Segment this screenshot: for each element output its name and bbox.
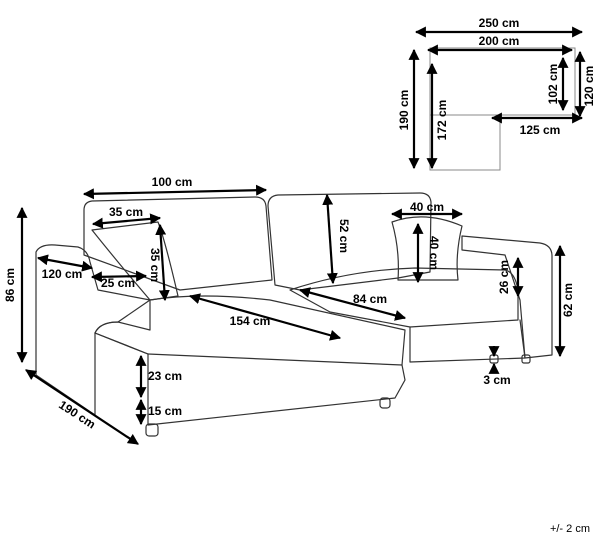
cushion-height-label: 35 cm — [148, 248, 162, 282]
dim-arrow-seat-length — [188, 293, 342, 341]
throw-cushion-right — [391, 216, 463, 281]
plan-width-inner: 200 cm — [479, 34, 520, 48]
plan-width-total: 250 cm — [479, 16, 520, 30]
back-height-label: 52 cm — [337, 219, 351, 253]
leg-back-far — [521, 354, 531, 364]
total-height-label: 86 cm — [3, 268, 17, 302]
dim-arrow-chaise-length — [25, 369, 139, 445]
left-arm-front — [94, 332, 149, 355]
dim-arrow-back-width — [82, 184, 268, 200]
seat-depth-label: 84 cm — [353, 292, 387, 306]
arm-width-label: 120 cm — [42, 267, 83, 281]
cushion-width-label: 35 cm — [109, 205, 143, 219]
back-cushion-right — [267, 192, 432, 291]
leg-front-left — [145, 423, 159, 437]
seat-cushion-label: 23 cm — [148, 369, 182, 383]
seat-length-label: 154 cm — [230, 314, 271, 328]
small-cushion-height-label: 40 cm — [427, 236, 441, 270]
arm-top-label: 25 cm — [101, 276, 135, 290]
small-cushion-width-label: 40 cm — [410, 200, 444, 214]
leg-front-right — [379, 397, 391, 409]
right-arm — [461, 235, 553, 359]
dim-arrow-arm-width — [36, 254, 94, 272]
tolerance-note: +/- 2 cm — [550, 523, 590, 535]
dim-arrow-cushion-height — [155, 223, 170, 302]
sofa-drawing: 100 cm 35 cm 35 cm 52 cm 40 cm 40 cm 120… — [3, 175, 575, 445]
plan-depth-chaise: 190 cm — [397, 90, 411, 131]
plan-depth-seat-inner: 102 cm — [546, 64, 560, 105]
leg-height-label: 3 cm — [483, 373, 510, 387]
back-width-label: 100 cm — [152, 175, 193, 189]
plan-depth-seat: 120 cm — [582, 66, 596, 107]
right-base — [409, 319, 526, 363]
chaise-base — [147, 353, 406, 426]
dim-arrow-cushion-width — [91, 213, 162, 229]
base-height-label: 15 cm — [148, 404, 182, 418]
plan-view: 250 cm 200 cm 190 cm 172 cm 102 cm 120 c… — [397, 16, 596, 171]
side-height-label: 62 cm — [561, 283, 575, 317]
dim-arrow-back-height — [322, 193, 338, 285]
plan-depth-chaise-inner: 172 cm — [435, 100, 449, 141]
plan-width-seat-section: 125 cm — [520, 123, 561, 137]
dim-arrow-seat-depth — [298, 287, 407, 321]
arm-height-label: 26 cm — [497, 260, 511, 294]
dim-arrow-arm-top — [90, 270, 148, 283]
